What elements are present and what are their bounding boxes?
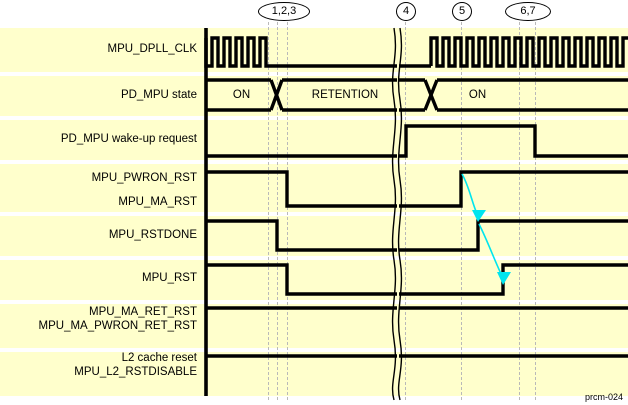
signal-label-mpu-l2-rstdisable: MPU_L2_RSTDISABLE bbox=[74, 366, 197, 378]
signal-label-mpu-ma-rst: MPU_MA_RST bbox=[118, 196, 197, 208]
row-band-retrst bbox=[0, 304, 628, 348]
gridline-3 bbox=[287, 22, 288, 400]
waveform-mpu-rstdone-2 bbox=[399, 219, 628, 252]
signal-label-mpu-rst: MPU_RST bbox=[142, 272, 197, 284]
break-marks bbox=[391, 27, 403, 401]
signal-label-mpu-ma-pwron-ret-rst: MPU_MA_PWRON_RET_RST bbox=[38, 320, 197, 332]
marker-4: 4 bbox=[396, 2, 416, 21]
break-squiggle-right bbox=[397, 27, 403, 401]
signal-label-mpu-dpll-clk: MPU_DPLL_CLK bbox=[107, 43, 197, 55]
state-text-on-2: ON bbox=[468, 89, 487, 101]
waveform-mpu-pwron-rst-2 bbox=[399, 170, 628, 208]
annotation-arrow-2-line bbox=[478, 223, 504, 279]
gridline-6 bbox=[519, 22, 520, 400]
waveform-mpu-dpll-clk-left bbox=[204, 36, 270, 68]
waveform-mpu-rst-2 bbox=[399, 263, 628, 296]
annotation-arrow-1-line bbox=[461, 173, 479, 217]
marker-5: 5 bbox=[452, 2, 472, 21]
signal-label-mpu-ma-ret-rst: MPU_MA_RET_RST bbox=[89, 306, 197, 318]
marker-1-2-3: 1,2,3 bbox=[258, 2, 310, 21]
waveform-mpu-rstdone bbox=[206, 219, 397, 252]
figure-id-tag: prcm-024 bbox=[584, 392, 623, 402]
gridline-5 bbox=[461, 22, 462, 400]
waveform-mpu-rst bbox=[206, 263, 397, 296]
gridline-1 bbox=[268, 22, 269, 400]
state-text-on-1: ON bbox=[232, 89, 251, 101]
annotation-arrow-2-head bbox=[497, 272, 511, 285]
annotation-arrow-1-head bbox=[472, 210, 486, 222]
gridline-2 bbox=[277, 22, 278, 400]
signal-label-l2-cache-reset: L2 cache reset bbox=[121, 352, 197, 364]
marker-6-7: 6,7 bbox=[505, 2, 551, 21]
waveform-mpu-pwron-rst bbox=[206, 170, 397, 208]
signal-label-pd-mpu-wakeup-request: PD_MPU wake-up request bbox=[60, 133, 197, 145]
state-text-retention: RETENTION bbox=[311, 89, 379, 101]
gridline-4 bbox=[405, 22, 406, 400]
signal-label-pd-mpu-state: PD_MPU state bbox=[120, 89, 197, 101]
waveform-mpu-dpll-clk-right bbox=[429, 36, 628, 68]
row-band-l2 bbox=[0, 352, 628, 396]
signal-label-mpu-pwron-rst: MPU_PWRON_RST bbox=[91, 172, 197, 184]
signal-label-mpu-rstdone: MPU_RSTDONE bbox=[108, 229, 197, 241]
waveform-pd-mpu-wakeup-request-2 bbox=[399, 124, 628, 158]
annotation-arrows bbox=[461, 173, 504, 279]
gridline-7 bbox=[535, 22, 536, 400]
break-squiggle-left bbox=[391, 27, 397, 401]
waveform-pd-mpu-state-cross-1b bbox=[269, 79, 284, 111]
waveform-pd-mpu-state-cross-2b bbox=[423, 79, 439, 111]
